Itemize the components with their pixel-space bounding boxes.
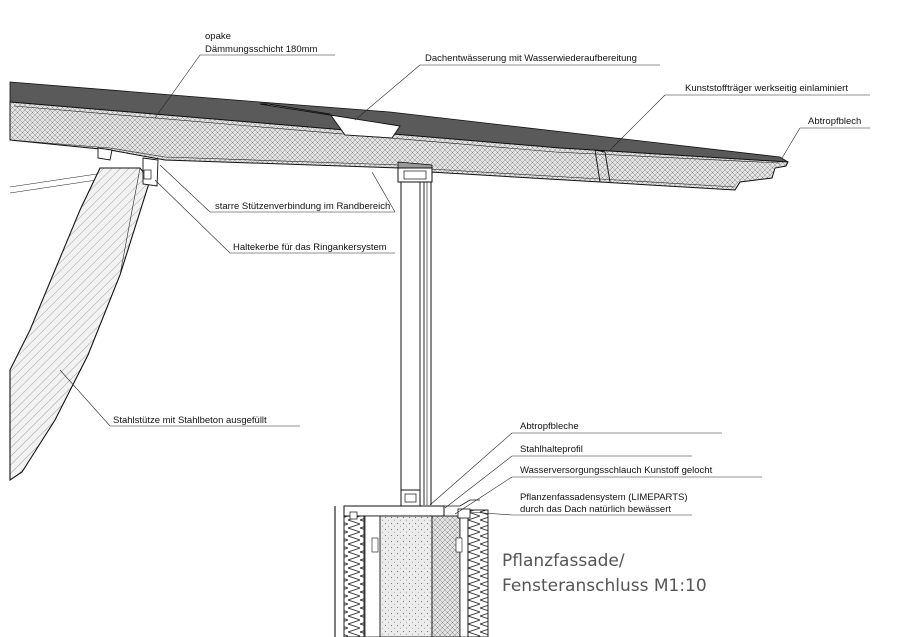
window-post: [397, 167, 433, 507]
title-line1: Pflanzfassade/: [502, 551, 625, 571]
label-plastic-carrier: Kunststoffträger werkseitig einlaminiert: [685, 83, 848, 94]
label-insulation-line1: opake: [205, 31, 231, 42]
label-steel-column: Stahlstütze mit Stahlbeton ausgefüllt: [113, 415, 267, 426]
label-drainage: Dachentwässerung mit Wasserwiederaufbere…: [425, 53, 637, 64]
label-ring-anchor: Haltekerbe für das Ringankersystem: [233, 242, 387, 253]
label-insulation-line2: Dämmungsschicht 180mm: [205, 44, 318, 55]
leader-lines: [59, 54, 870, 516]
steel-column: [9, 147, 159, 482]
label-plant-system-line2: durch das Dach natürlich bewässert: [520, 504, 671, 515]
plant-facade-wall: [334, 499, 489, 637]
label-plant-system-line1: Pflanzenfassadensystem (LIMEPARTS): [520, 492, 688, 503]
title-line2: Fensteranschluss M1:10: [502, 576, 707, 596]
label-steel-profile: Stahlhalteprofil: [520, 444, 583, 455]
label-rigid-support: starre Stützenverbindung im Randbereich: [215, 201, 390, 212]
label-drip-sheets: Abtropfbleche: [520, 421, 579, 432]
label-water-hose: Wasserversorgungsschlauch Kunstoff geloc…: [520, 465, 713, 476]
label-drip-sheet: Abtropfblech: [808, 116, 861, 127]
